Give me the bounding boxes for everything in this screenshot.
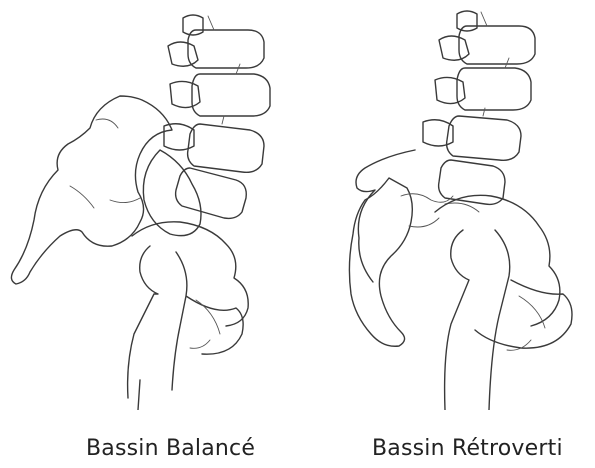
- sacrum: [143, 150, 201, 236]
- illustration-balanced-pelvis: [0, 0, 290, 410]
- acetabulum: [132, 222, 248, 326]
- illustration-retroverted-pelvis: [305, 0, 595, 410]
- femoral-head: [128, 246, 158, 398]
- caption-balanced-pelvis: Bassin Balancé: [86, 436, 255, 461]
- femoral-head: [445, 230, 469, 410]
- caption-retroverted-pelvis: Bassin Rétroverti: [372, 436, 563, 461]
- iliac-wing: [349, 178, 412, 346]
- lumbar-spine: [423, 11, 535, 204]
- acetabulum: [435, 195, 560, 326]
- femur-shaft: [138, 252, 243, 410]
- iliac-wing: [11, 96, 172, 284]
- femur-shaft: [475, 230, 572, 410]
- retroverted-pelvis-drawing: [305, 0, 595, 410]
- lumbar-spine: [164, 15, 270, 218]
- balanced-pelvis-drawing: [0, 0, 290, 410]
